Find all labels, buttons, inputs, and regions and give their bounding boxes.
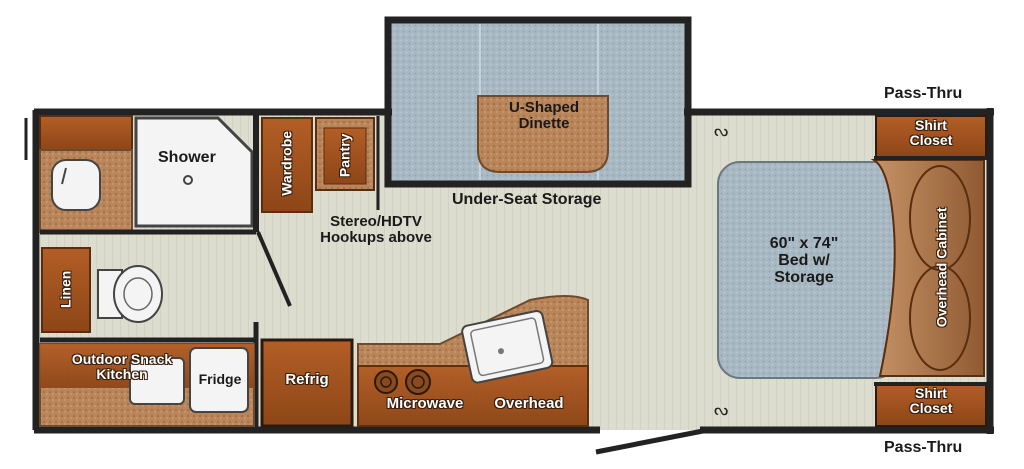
- pantry-label: Pantry: [336, 133, 353, 178]
- svg-text:ᔓ: ᔓ: [714, 123, 728, 140]
- dinette-table: [477, 95, 609, 173]
- pass-thru-top-label: Pass-Thru: [884, 85, 963, 102]
- outdoor-snack-kitchen-label: Outdoor Snack Kitchen: [71, 351, 173, 382]
- toilet-bowl: [113, 265, 163, 323]
- stereo-hookups-label: Stereo/HDTV Hookups above: [320, 213, 432, 246]
- bath-sink: [51, 159, 101, 211]
- shirt-closet-top: [875, 115, 987, 159]
- bath-door: [256, 231, 292, 307]
- wardrobe-label: Wardrobe: [278, 130, 295, 196]
- kitchen-sink: [461, 309, 554, 384]
- pass-thru-bottom-label: Pass-Thru: [884, 439, 963, 456]
- outdoor-sink: [129, 357, 185, 405]
- linen-cabinet: [41, 247, 91, 333]
- shirt-closet-top-label: Shirt Closet: [909, 117, 953, 148]
- linen-label: Linen: [57, 270, 74, 309]
- fridge-label: Fridge: [198, 371, 242, 387]
- shirt-closet-bottom-label: Shirt Closet: [909, 385, 953, 416]
- shower-stall: [134, 116, 254, 228]
- bath-top-cabinet: [39, 115, 133, 151]
- overhead-cabinet-label: Overhead Cabinet: [933, 207, 950, 328]
- refrigerator: [260, 338, 354, 428]
- shower-drain: [183, 175, 193, 185]
- bed-label: 60" x 74" Bed w/ Storage: [769, 235, 839, 286]
- outer-walls: [32, 108, 994, 434]
- under-seat-storage-label: Under-Seat Storage: [452, 191, 602, 208]
- shower-label: Shower: [158, 149, 216, 166]
- entry-door: [595, 427, 709, 455]
- overhead-label: Overhead: [494, 395, 564, 412]
- wardrobe-cabinet: [261, 117, 313, 213]
- outdoor-fridge: [189, 347, 249, 413]
- microwave-label: Microwave: [386, 395, 464, 412]
- u-shaped-dinette-label: U-Shaped Dinette: [508, 99, 579, 132]
- stovetop: [374, 369, 431, 395]
- shirt-closet-bottom: [875, 383, 987, 427]
- refrig-label: Refrig: [285, 371, 329, 388]
- svg-text:ᔓ: ᔓ: [714, 402, 728, 419]
- overhead-cabinet: [870, 159, 985, 377]
